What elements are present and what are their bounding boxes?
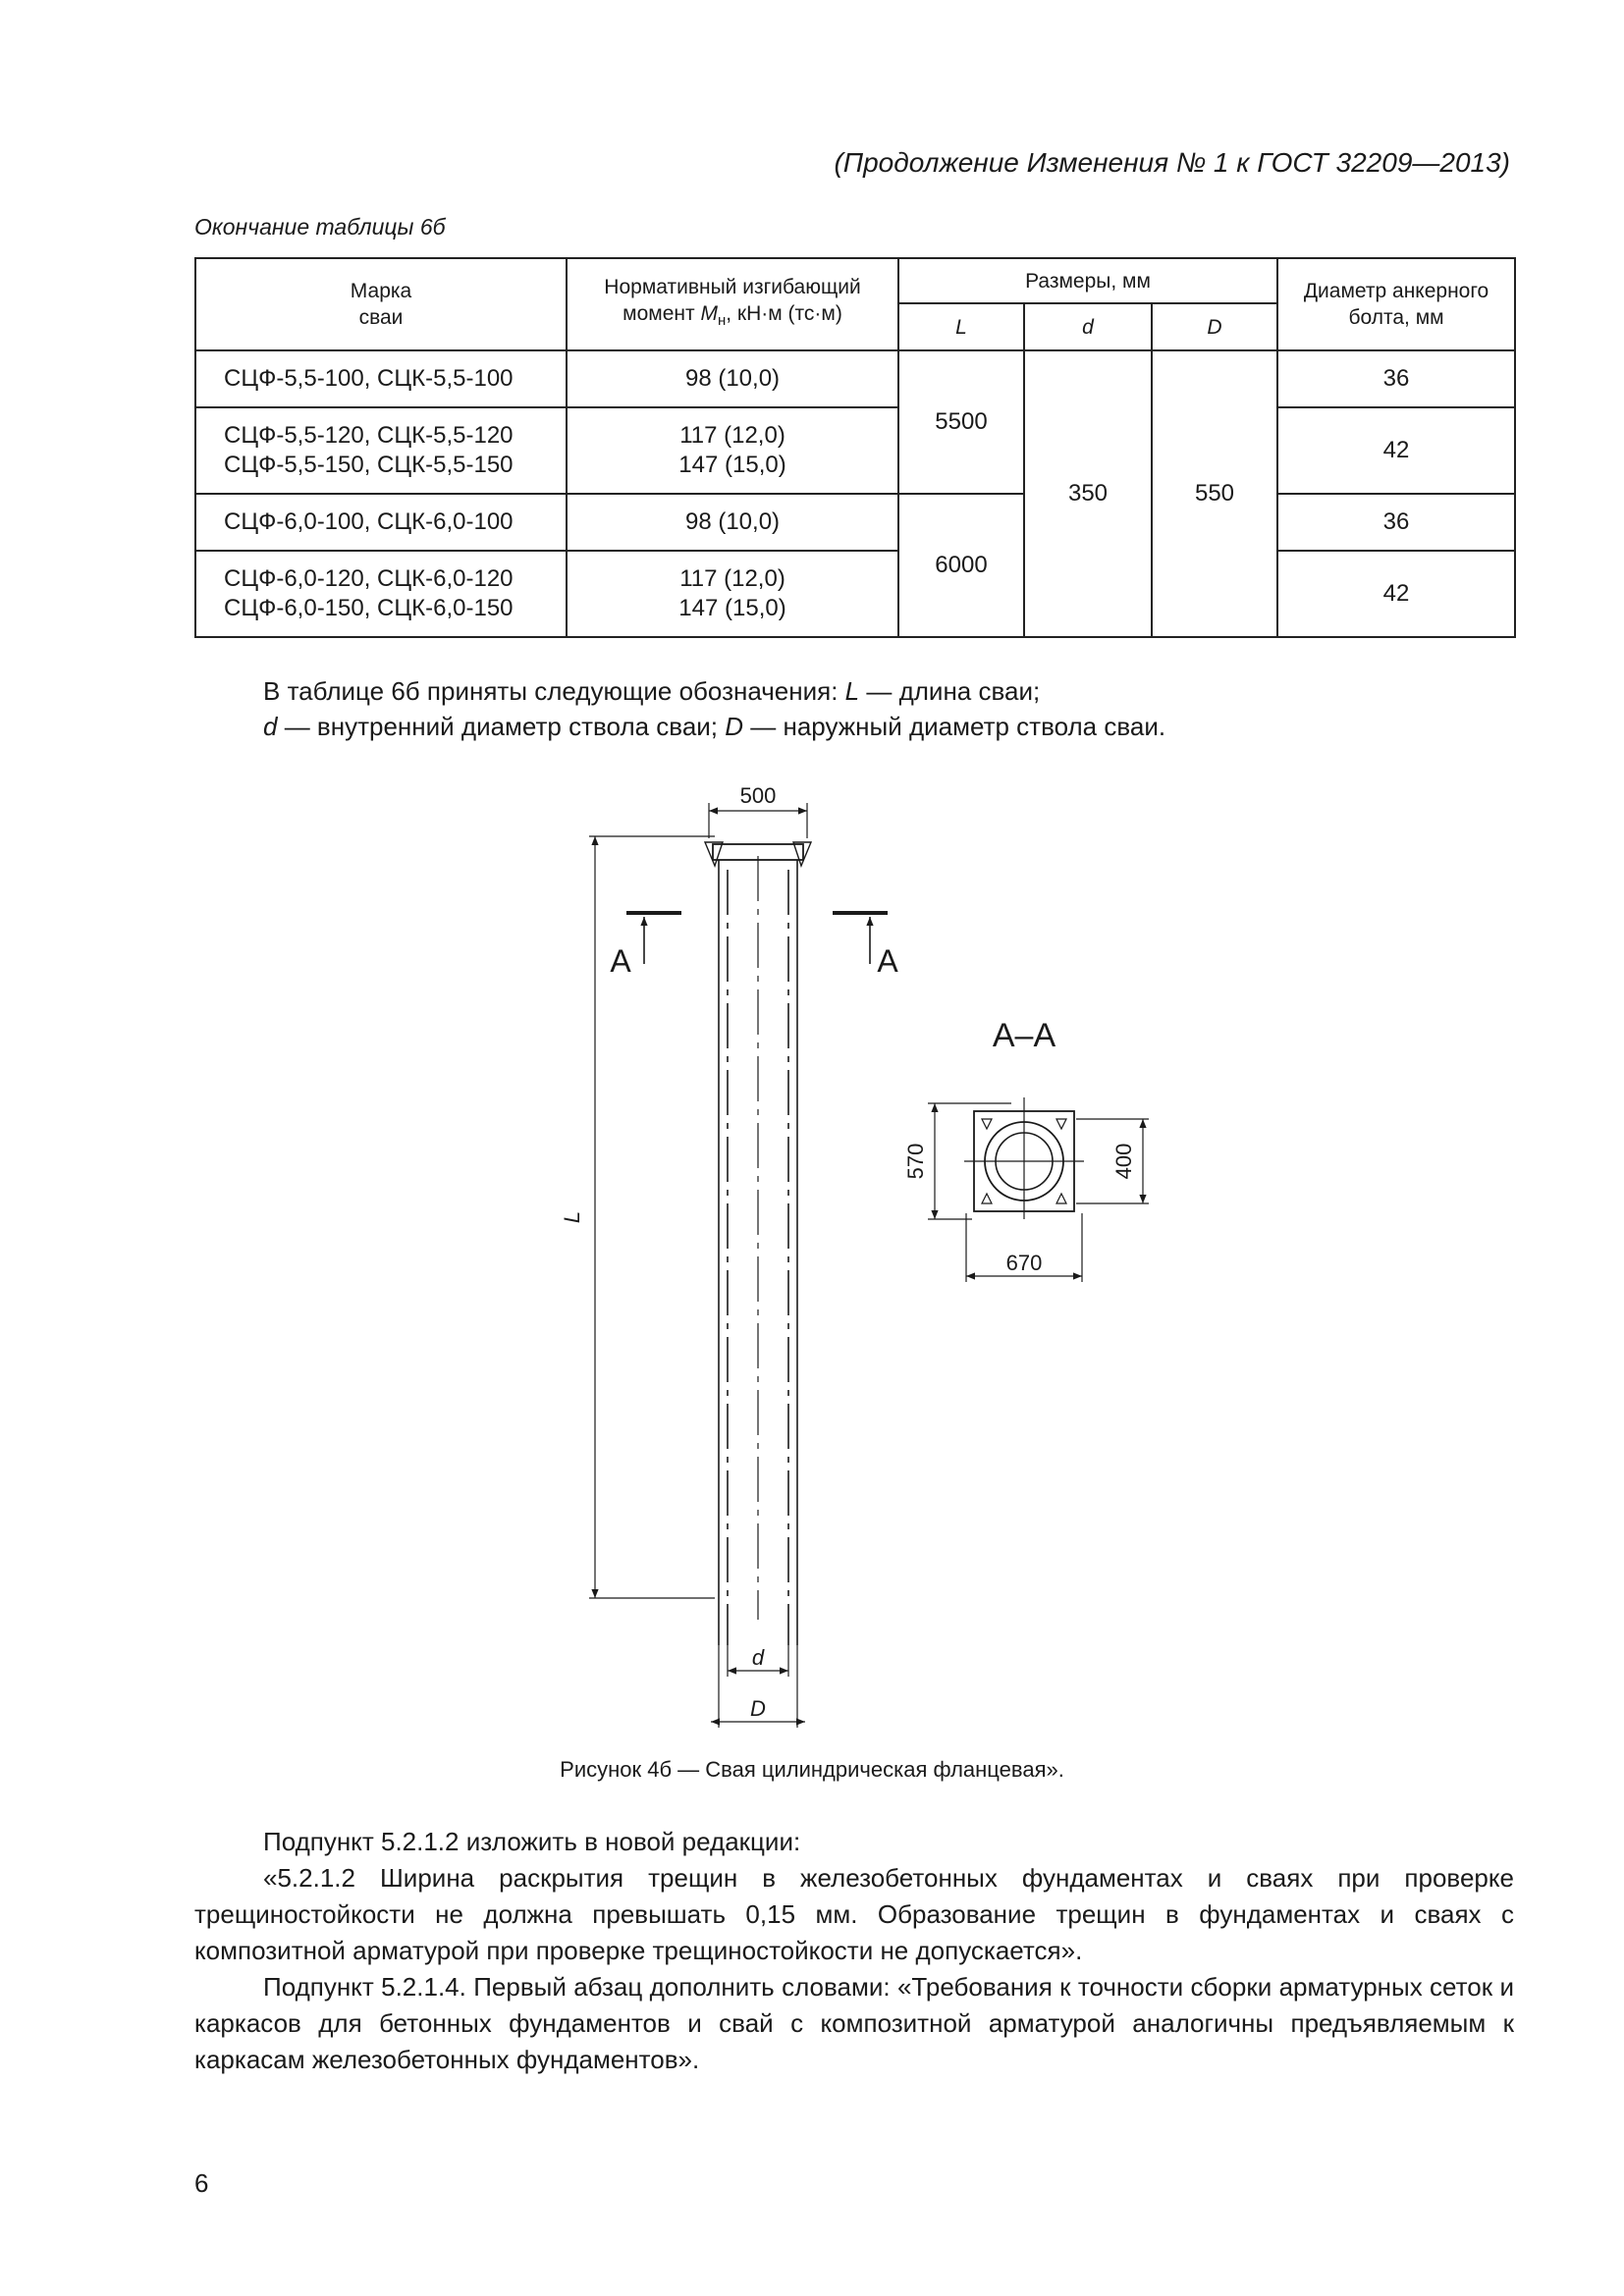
cell-bolt: 42 xyxy=(1276,550,1517,638)
length-label: L xyxy=(560,1211,584,1223)
cell-d: 350 xyxy=(1023,349,1153,638)
cell-L: 5500 xyxy=(897,349,1025,495)
dim-570-label: 570 xyxy=(903,1144,928,1180)
page-number: 6 xyxy=(194,2168,209,2198)
cell-bolt: 36 xyxy=(1276,493,1517,552)
figure-caption: Рисунок 4б — Свая цилиндрическая фланцев… xyxy=(560,1757,1064,1782)
legend-text: В таблице 6б приняты следующие обозначен… xyxy=(263,673,1165,744)
paragraph: Подпункт 5.2.1.2 изложить в новой редакц… xyxy=(263,1827,801,1856)
cell-moment: 98 (10,0) xyxy=(566,493,899,552)
inner-diameter-label: d xyxy=(752,1645,765,1670)
cell-moment: 117 (12,0)147 (15,0) xyxy=(566,550,899,638)
cell-mark: СЦФ-5,5-100, СЦК-5,5-100 xyxy=(194,349,568,408)
section-mark-left: А xyxy=(610,943,631,979)
body-text: Подпункт 5.2.1.2 изложить в новой редакц… xyxy=(194,1824,1514,2078)
cell-moment: 117 (12,0)147 (15,0) xyxy=(566,406,899,495)
legend-line-1: В таблице 6б приняты следующие обозначен… xyxy=(263,676,1041,706)
cell-D: 550 xyxy=(1150,349,1279,638)
dim-400-label: 400 xyxy=(1111,1144,1136,1180)
paragraph: Подпункт 5.2.1.4. Первый абзац дополнить… xyxy=(194,1972,1514,2074)
section-mark-right: А xyxy=(877,943,898,979)
cell-bolt: 36 xyxy=(1276,349,1517,408)
header-L: L xyxy=(897,302,1025,351)
cell-mark: СЦФ-6,0-100, СЦК-6,0-100 xyxy=(194,493,568,552)
header-d: d xyxy=(1023,302,1153,351)
table-row: СЦФ-6,0-100, СЦК-6,0-100 98 (10,0) 6000 … xyxy=(194,493,1517,638)
header-note: (Продолжение Изменения № 1 к ГОСТ 32209—… xyxy=(834,147,1510,178)
cell-moment: 98 (10,0) xyxy=(566,349,899,408)
dim-670-label: 670 xyxy=(1006,1251,1043,1275)
dim-top-label: 500 xyxy=(740,783,777,808)
outer-diameter-label: D xyxy=(750,1696,766,1721)
section-title: А–А xyxy=(993,1017,1056,1054)
header-D: D xyxy=(1150,302,1279,351)
cell-bolt: 42 xyxy=(1276,406,1517,495)
header-sizes: Размеры, мм xyxy=(896,257,1279,304)
table-row: СЦФ-5,5-100, СЦК-5,5-100 98 (10,0) 5500 … xyxy=(194,349,1517,638)
paragraph: «5.2.1.2 Ширина раскрытия трещин в желез… xyxy=(194,1863,1514,1965)
table-caption: Окончание таблицы 6б xyxy=(194,214,446,240)
legend-line-2: d — внутренний диаметр ствола сваи; D — … xyxy=(263,712,1166,741)
cell-L: 6000 xyxy=(897,493,1025,638)
